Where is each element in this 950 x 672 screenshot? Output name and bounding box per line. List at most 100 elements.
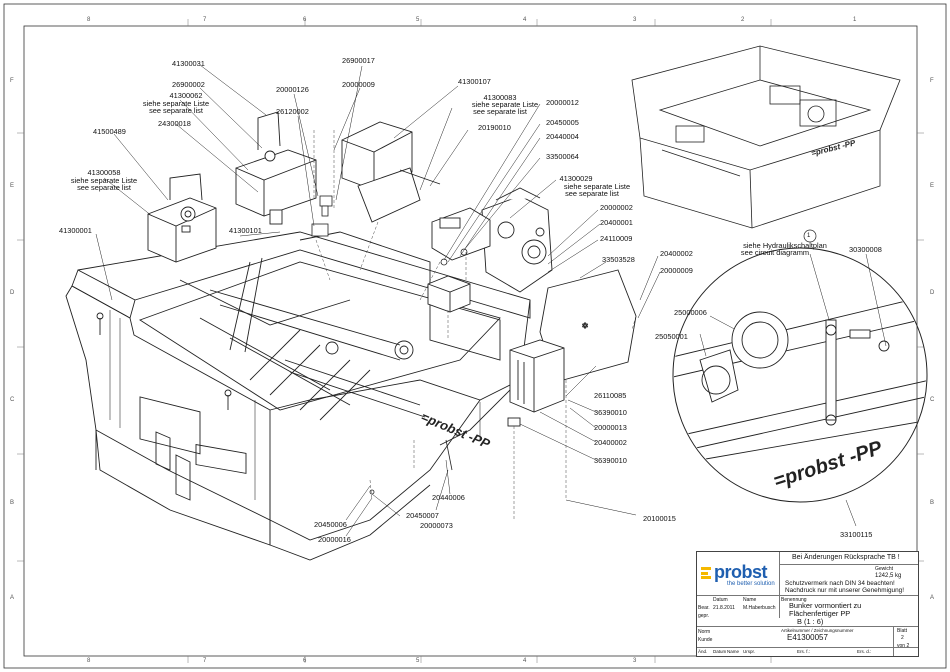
zone-row: C (930, 397, 935, 403)
rev-aend: Änd. (698, 649, 708, 654)
zone-row: F (930, 78, 934, 84)
part-note: see separate list (77, 183, 131, 192)
part-label: 20450006 (314, 520, 347, 529)
oil-tank-drawing (147, 173, 217, 263)
part-label: 30300008 (849, 245, 882, 254)
detail-number: 1 (807, 233, 811, 239)
overview-brand-text: =probst -PP (810, 138, 857, 158)
sheet-of: von 2 (897, 643, 910, 649)
outer-border (3, 3, 947, 669)
part-label: 25000006 (674, 308, 707, 317)
zone-col: 8 (87, 17, 91, 23)
col-date: Datum (713, 597, 728, 603)
zone-col: 5 (416, 658, 420, 664)
radiator-drawing (507, 339, 565, 427)
sheet-label: Blatt (897, 628, 908, 634)
hydraulic-tank-drawing (235, 111, 317, 225)
part-label: 24110009 (600, 234, 633, 243)
zone-col: 6 (303, 658, 307, 664)
detail-number-circle (803, 229, 817, 243)
battery-drawing (427, 275, 471, 313)
row-bearb: Bear. (698, 605, 710, 611)
part-label: 20000012 (546, 98, 579, 107)
part-label: 20400002 (660, 249, 693, 258)
part-label: 20440004 (546, 132, 579, 141)
title-block: probst the better solution Bei Änderunge… (696, 551, 919, 657)
detail-note-en: see circuit diagramm (740, 248, 810, 257)
zone-row: B (10, 500, 15, 506)
part-label: 26110085 (594, 391, 627, 400)
protection-note: Nachdruck nur mit unserer Genehmigung! (785, 587, 904, 594)
part-label: 41300031 (172, 59, 205, 68)
part-label: 20450005 (546, 118, 579, 127)
zone-ticks (17, 19, 924, 663)
part-note: siehe separate Liste (471, 100, 539, 109)
part-label: 36390010 (594, 456, 627, 465)
leader-lines (95, 64, 887, 537)
part-label: 41300058 (87, 168, 121, 177)
zone-row: D (10, 290, 15, 296)
zone-col: 1 (853, 17, 857, 23)
part-label: 26120002 (276, 107, 309, 116)
part-label: 26900017 (342, 56, 375, 65)
overview-view: =probst -PP (631, 45, 901, 229)
detail-note-de: siehe Hydraulikschaltplan (743, 241, 827, 250)
part-note: siehe separate Liste (563, 182, 631, 191)
logo-text: probst (714, 562, 768, 582)
part-note: siehe separate Liste (142, 99, 210, 108)
zone-col: 3 (633, 17, 637, 23)
zone-col: 6 (303, 17, 307, 23)
drawn-by: M.Haberbusch (743, 605, 776, 611)
part-label: 20000009 (660, 266, 693, 275)
part-label: 20450007 (406, 511, 439, 520)
probst-logo-icon (701, 567, 711, 579)
drawing-number: E41300057 (787, 633, 828, 642)
row-norm: Norm (698, 629, 711, 635)
rev-ers-d: Ers. d.: (857, 649, 872, 654)
part-label: 41300001 (59, 226, 92, 235)
logo-tagline: the better solution (727, 581, 775, 587)
part-label: 33503528 (602, 255, 635, 264)
zone-row: B (930, 500, 935, 506)
zone-row: D (930, 290, 935, 296)
part-label: 36390010 (594, 408, 627, 417)
part-label: 20000013 (594, 423, 627, 432)
drawing-number-label: Artikelnummer / Zeichnungsnummer (781, 628, 854, 633)
part-label: 20000009 (342, 80, 375, 89)
frame-stiffeners (109, 310, 481, 500)
assembly-lines (313, 130, 637, 520)
change-note: Bei Änderungen Rücksprache TB ! (792, 554, 900, 561)
zone-col: 2 (741, 17, 745, 23)
zone-col: 7 (203, 658, 207, 664)
part-note: see separate list (149, 106, 203, 115)
part-label: 20000016 (318, 535, 351, 544)
designation-line: Flächenfertiger PP (789, 609, 851, 618)
zone-col: 5 (416, 17, 420, 23)
part-label: 24300018 (158, 119, 191, 128)
rev-name: Name (727, 649, 740, 654)
zone-row: E (10, 183, 15, 189)
svg-text:✱: ✱ (582, 322, 588, 330)
rev-urspr: Urspr. (743, 649, 756, 654)
weight-value: 1242,5 kg (875, 573, 902, 579)
part-label: 20100015 (643, 514, 676, 523)
part-label: 41300029 (559, 174, 593, 183)
bunker-frame-drawing (65, 231, 531, 561)
scale: B (1 : 6) (797, 617, 824, 626)
part-label: 20000126 (276, 85, 309, 94)
frame-brand-text: =probst -PP (419, 409, 493, 452)
zone-col: 4 (523, 17, 527, 23)
designation-line: Bunker vormontiert zu (789, 601, 862, 610)
part-label: 20000002 (600, 203, 633, 212)
cover-box-drawing (341, 121, 441, 223)
detail-circle: =probst -PP (672, 247, 928, 503)
zone-col: 8 (87, 658, 91, 664)
zone-row: A (930, 595, 935, 601)
part-label: 20400001 (600, 218, 633, 227)
rev-ers-f: Ers. f.: (797, 649, 811, 654)
part-note: siehe separate Liste (70, 176, 138, 185)
small-parts-drawing (311, 195, 468, 495)
part-label: 25050001 (655, 332, 688, 341)
weight-label: Gewicht (875, 566, 894, 572)
zone-row: A (10, 595, 15, 601)
